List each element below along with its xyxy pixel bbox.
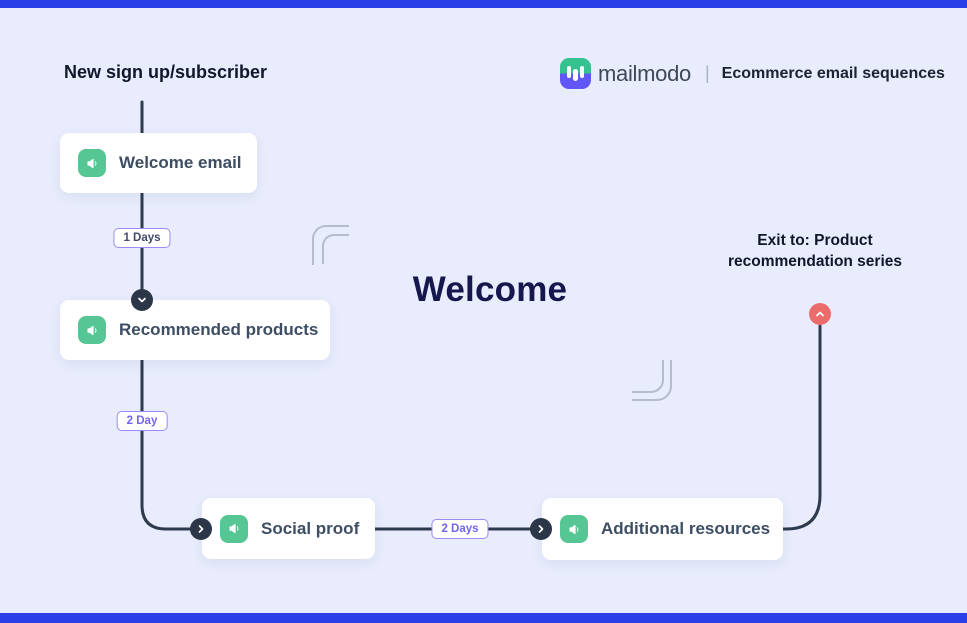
mailmodo-logo-icon — [560, 58, 591, 89]
chevron-right-icon — [190, 518, 212, 540]
decorative-corner-bottom-right-inner — [632, 360, 664, 393]
node-card-welcome-email[interactable]: Welcome email — [60, 133, 257, 193]
bottom-accent-bar — [0, 613, 967, 623]
node-card-recommended-products[interactable]: Recommended products — [60, 300, 330, 360]
delay-badge-1-days[interactable]: 1 Days — [113, 228, 171, 248]
brand-divider: | — [704, 63, 710, 83]
delay-badge-2-days[interactable]: 2 Days — [431, 519, 489, 539]
node-card-social-proof[interactable]: Social proof — [202, 498, 375, 559]
node-label: Recommended products — [119, 320, 319, 339]
megaphone-icon — [78, 149, 106, 177]
chevron-right-icon — [530, 518, 552, 540]
trigger-label: New sign up/subscriber — [64, 62, 268, 82]
node-label: Additional resources — [601, 519, 771, 538]
chevron-up-icon — [809, 303, 831, 325]
sequence-title: Welcome — [412, 270, 568, 309]
megaphone-icon — [78, 316, 106, 344]
decorative-corner-bottom-right-outer — [632, 360, 672, 401]
node-label: Welcome email — [119, 153, 242, 172]
exit-label: Exit to: Product recommendation series — [728, 230, 902, 272]
decorative-corner-top-left-inner — [322, 234, 349, 264]
delay-badge-2-day[interactable]: 2 Day — [116, 411, 168, 431]
top-accent-bar — [0, 0, 967, 8]
chevron-down-icon — [131, 289, 153, 311]
brand-tagline: Ecommerce email sequences — [721, 64, 945, 82]
brand-name: mailmodo — [598, 60, 691, 86]
megaphone-icon — [220, 514, 248, 543]
exit-label-line2: recommendation series — [727, 253, 903, 270]
node-label: Social proof — [261, 518, 360, 538]
megaphone-icon — [560, 515, 588, 543]
exit-label-line1: Exit to: Product — [757, 232, 873, 249]
decorative-corner-top-left-outer — [312, 225, 349, 265]
node-card-additional-resources[interactable]: Additional resources — [542, 498, 783, 560]
brand-header: mailmodo | Ecommerce email sequences — [560, 58, 945, 89]
